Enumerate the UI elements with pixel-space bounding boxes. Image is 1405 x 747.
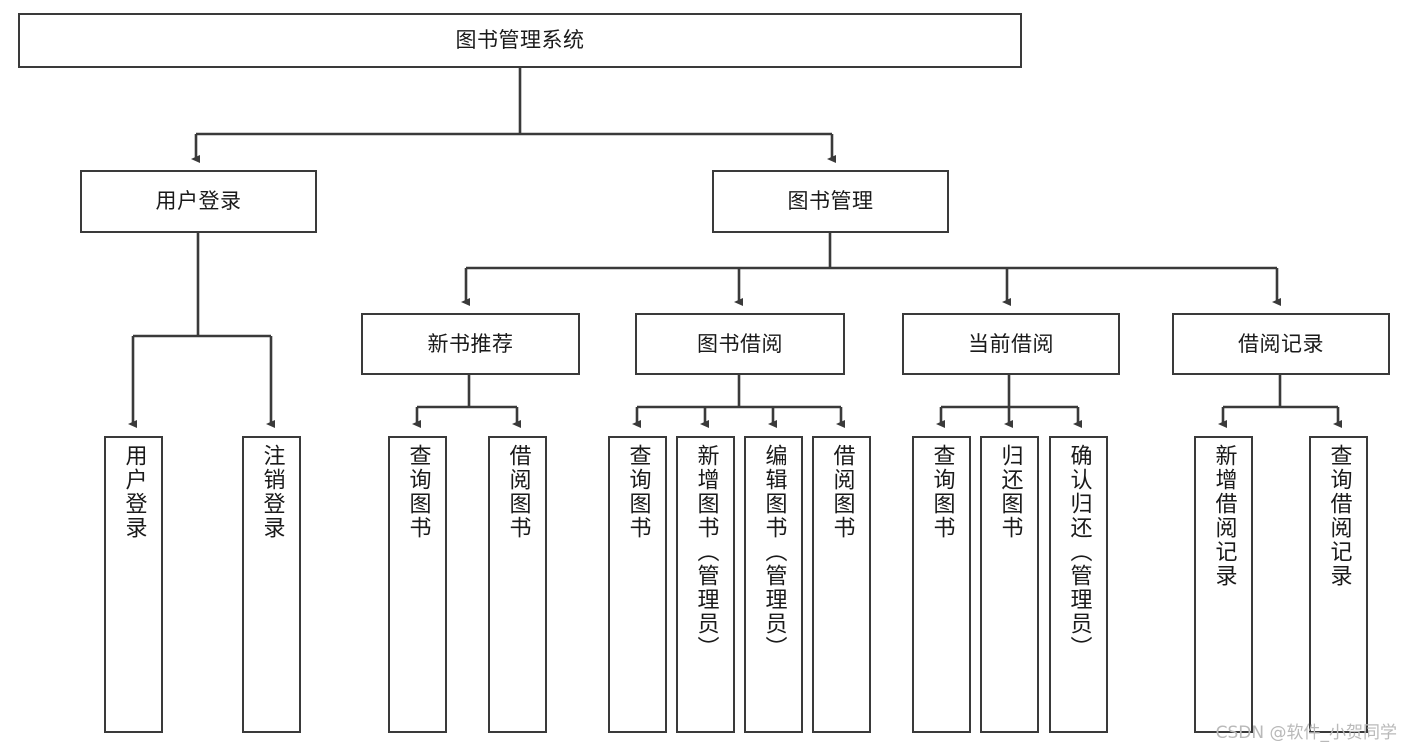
node-user-login[interactable]: 用户登录 — [80, 170, 317, 233]
node-borrow-records-label: 借阅记录 — [1238, 331, 1324, 356]
node-current-borrow-label: 当前借阅 — [968, 331, 1054, 356]
watermark-text: CSDN @软件_小贺同学 — [1215, 723, 1397, 743]
leaf-borrow-add-book[interactable]: 新增图书（管理员） — [676, 436, 735, 733]
node-book-borrow[interactable]: 图书借阅 — [635, 313, 845, 375]
node-user-login-label: 用户登录 — [155, 189, 242, 214]
leaf-borrow-query[interactable]: 查询图书 — [608, 436, 667, 733]
leaf-borrow-borrow-book[interactable]: 借阅图书 — [812, 436, 871, 733]
leaf-current-return[interactable]: 归还图书 — [980, 436, 1039, 733]
leaf-new-books-borrow-label: 借阅图书 — [505, 444, 531, 540]
leaf-borrow-edit-book[interactable]: 编辑图书（管理员） — [744, 436, 803, 733]
node-current-borrow[interactable]: 当前借阅 — [902, 313, 1120, 375]
node-borrow-records[interactable]: 借阅记录 — [1172, 313, 1390, 375]
leaf-records-add-label: 新增借阅记录 — [1211, 444, 1237, 588]
node-root-system-label: 图书管理系统 — [455, 28, 585, 53]
node-book-borrow-label: 图书借阅 — [697, 331, 783, 356]
leaf-current-confirm-return[interactable]: 确认归还（管理员） — [1049, 436, 1108, 733]
node-root-system[interactable]: 图书管理系统 — [18, 13, 1022, 68]
leaf-current-confirm-return-label: 确认归还（管理员） — [1066, 444, 1092, 660]
node-new-book-recommend[interactable]: 新书推荐 — [361, 313, 580, 375]
leaf-new-books-query[interactable]: 查询图书 — [388, 436, 447, 733]
leaf-user-login-signout-label: 注销登录 — [259, 444, 285, 540]
leaf-current-return-label: 归还图书 — [997, 444, 1023, 540]
leaf-records-query-label: 查询借阅记录 — [1326, 444, 1352, 588]
leaf-records-query[interactable]: 查询借阅记录 — [1309, 436, 1368, 733]
leaf-user-login-signin[interactable]: 用户登录 — [104, 436, 163, 733]
leaf-new-books-query-label: 查询图书 — [405, 444, 431, 540]
node-new-book-recommend-label: 新书推荐 — [427, 331, 514, 356]
node-book-management-label: 图书管理 — [787, 189, 874, 214]
leaf-borrow-edit-book-label: 编辑图书（管理员） — [761, 444, 787, 660]
leaf-borrow-add-book-label: 新增图书（管理员） — [693, 444, 719, 660]
leaf-user-login-signout[interactable]: 注销登录 — [242, 436, 301, 733]
leaf-records-add[interactable]: 新增借阅记录 — [1194, 436, 1253, 733]
leaf-borrow-borrow-book-label: 借阅图书 — [829, 444, 855, 540]
leaf-current-query-label: 查询图书 — [929, 444, 955, 540]
leaf-current-query[interactable]: 查询图书 — [912, 436, 971, 733]
leaf-new-books-borrow[interactable]: 借阅图书 — [488, 436, 547, 733]
leaf-borrow-query-label: 查询图书 — [625, 444, 651, 540]
node-book-management[interactable]: 图书管理 — [712, 170, 949, 233]
leaf-user-login-signin-label: 用户登录 — [121, 444, 147, 540]
